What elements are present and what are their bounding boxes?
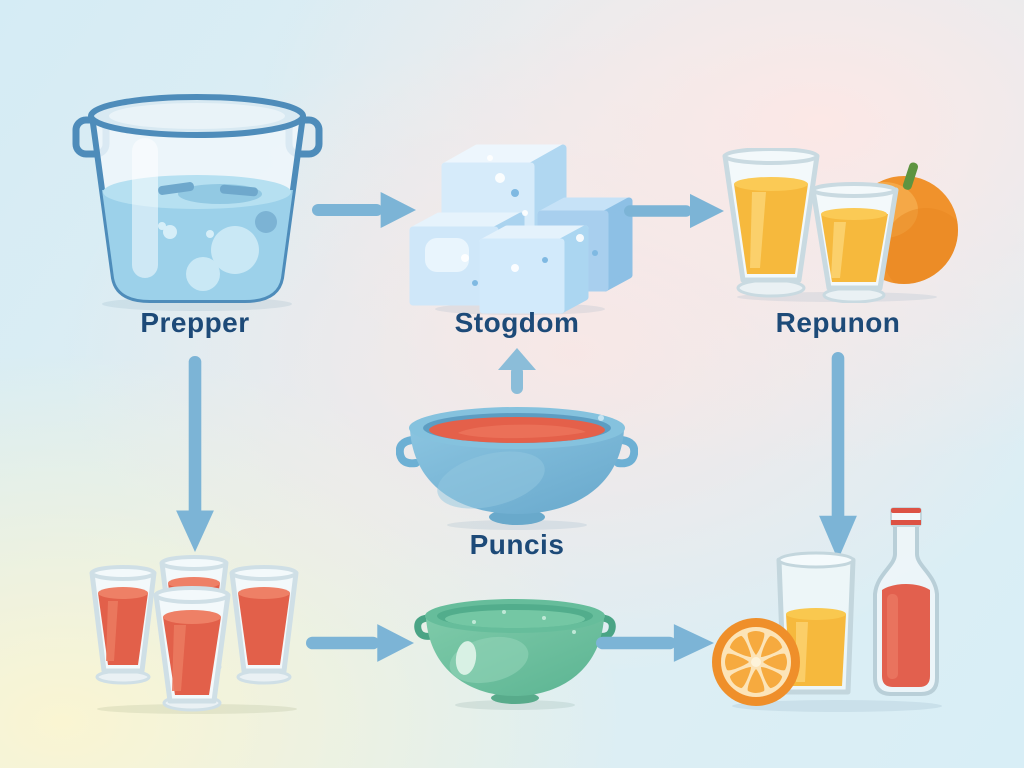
label-stogdom: Stogdom bbox=[454, 307, 580, 338]
arrow-prepper-to-punch-glasses-icon bbox=[174, 356, 216, 554]
arrow-stogdom-to-repunon-icon bbox=[624, 192, 724, 230]
arrow-empty-bowl-to-served-drinks-icon bbox=[596, 622, 714, 664]
water-bucket-icon bbox=[70, 82, 325, 312]
four-punch-glasses-icon bbox=[78, 553, 316, 715]
empty-green-bowl-icon bbox=[414, 592, 616, 710]
arrow-puncis-to-stogdom-icon bbox=[494, 346, 540, 396]
label-puncis: Puncis bbox=[469, 529, 565, 560]
arrow-punch-glasses-to-empty-bowl-icon bbox=[306, 622, 414, 664]
arrow-repunon-to-served-drinks-icon bbox=[817, 352, 859, 562]
ice-cubes-icon bbox=[405, 118, 635, 316]
punch-bowl-icon bbox=[396, 388, 638, 530]
orange-half-juice-glass-and-bottle-icon bbox=[712, 502, 958, 714]
orange-juice-glasses-and-orange-icon bbox=[712, 148, 962, 303]
arrow-prepper-to-stogdom-icon bbox=[312, 190, 416, 230]
label-repunon: Repunon bbox=[775, 307, 901, 338]
label-prepper: Prepper bbox=[140, 307, 250, 338]
